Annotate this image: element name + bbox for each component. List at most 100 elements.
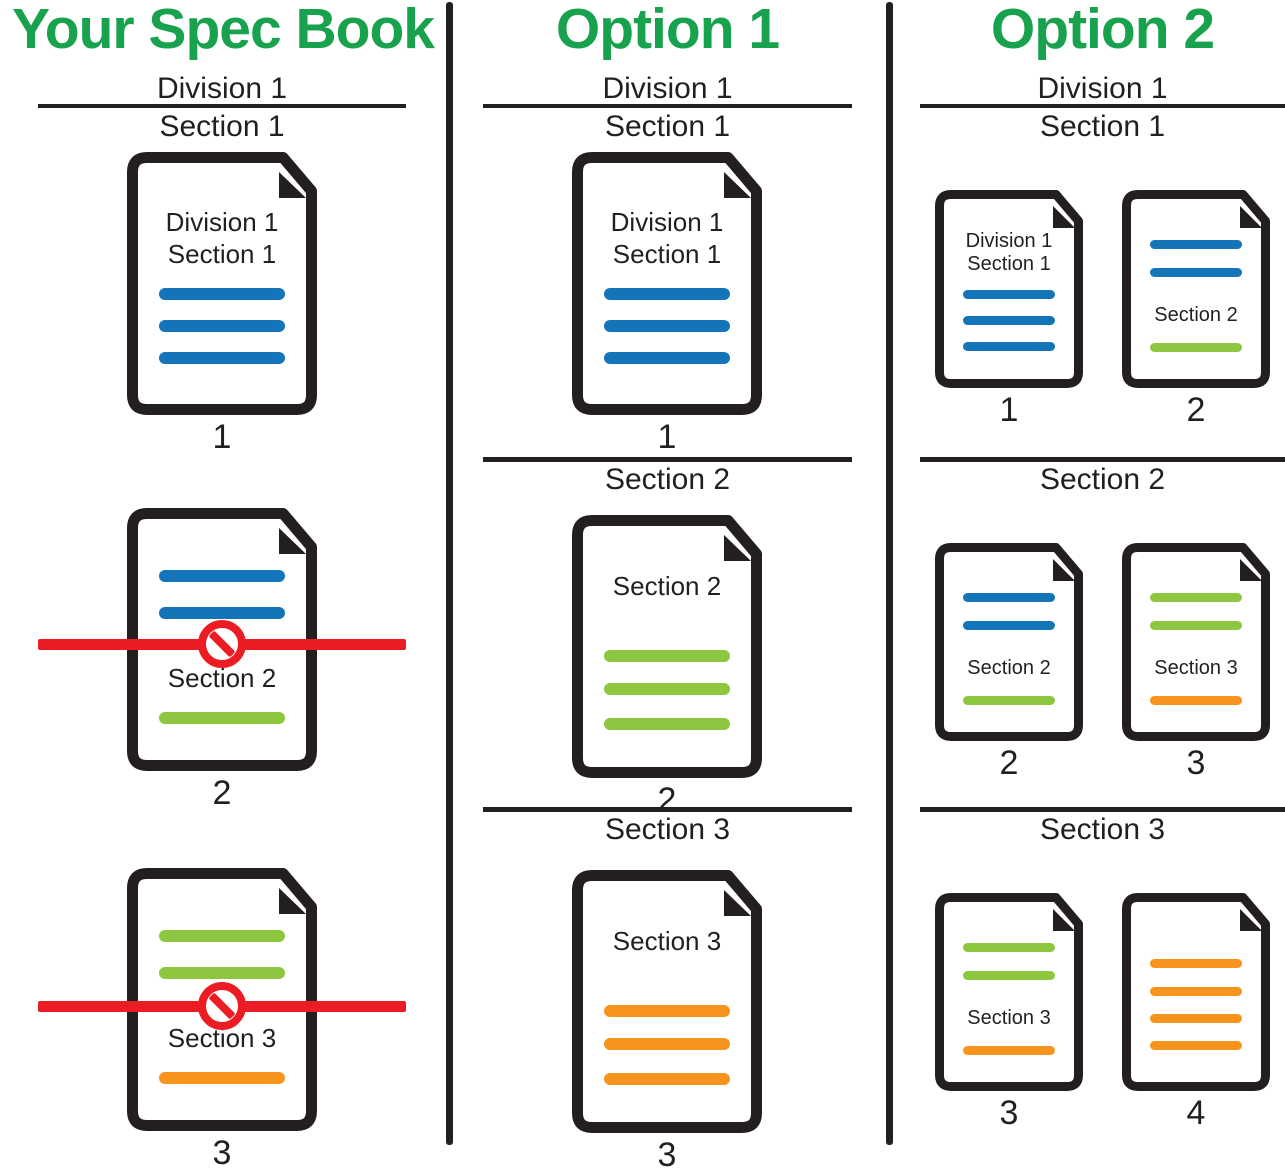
- folded-corner-icon: [1053, 206, 1075, 228]
- doc-caption: 2: [657, 781, 677, 819]
- section-3-heading: Section 3: [604, 813, 731, 846]
- folded-corner-icon: [1053, 909, 1075, 931]
- document-icon: Section 3: [935, 893, 1083, 1091]
- folded-corner-icon: [279, 888, 306, 914]
- column-divider: [446, 2, 453, 1145]
- green-content-line: [963, 696, 1055, 705]
- page-outline: [127, 508, 317, 771]
- page-outline: [572, 870, 762, 1133]
- orange-content-line: [1150, 987, 1242, 996]
- doc-label: Division 1: [610, 207, 724, 237]
- green-content-line: [604, 683, 730, 695]
- division-heading: Division 1: [1037, 72, 1168, 105]
- doc-caption: 2: [1186, 391, 1206, 429]
- title-option-2: Option 2: [990, 0, 1215, 61]
- division-underline: [38, 104, 406, 108]
- blue-content-line: [604, 320, 730, 332]
- green-content-line: [159, 967, 285, 979]
- doc-caption: 1: [999, 391, 1019, 429]
- orange-content-line: [1150, 696, 1242, 705]
- page-outline: [935, 893, 1083, 1091]
- green-content-line: [159, 712, 285, 724]
- document-icon: Section 3: [572, 870, 762, 1133]
- orange-content-line: [159, 1072, 285, 1084]
- blue-content-line: [159, 288, 285, 300]
- doc-label: Section 3: [612, 926, 722, 956]
- page-outline: [935, 543, 1083, 741]
- division-heading: Division 1: [602, 72, 733, 105]
- blue-content-line: [963, 621, 1055, 630]
- page-outline: [1122, 190, 1270, 388]
- page-outline: [127, 868, 317, 1131]
- green-content-line: [1150, 621, 1242, 630]
- orange-content-line: [604, 1005, 730, 1017]
- folded-corner-icon: [1240, 559, 1262, 581]
- page-outline: [572, 515, 762, 778]
- section-separator: [920, 807, 1285, 812]
- orange-content-line: [1150, 1014, 1242, 1023]
- title-option-1: Option 1: [555, 0, 780, 61]
- document-icon: Section 3: [1122, 543, 1270, 741]
- orange-content-line: [1150, 1041, 1242, 1050]
- division-underline: [483, 104, 852, 108]
- orange-content-line: [604, 1073, 730, 1085]
- section-2-heading: Section 2: [1039, 463, 1166, 496]
- blue-content-line: [963, 316, 1055, 325]
- division-heading: Division 1: [156, 72, 288, 105]
- blue-content-line: [1150, 240, 1242, 249]
- doc-label: Section 3: [167, 1023, 277, 1053]
- folded-corner-icon: [1053, 559, 1075, 581]
- green-content-line: [604, 650, 730, 662]
- section-heading: Section 1: [159, 110, 285, 143]
- page-outline: [1122, 543, 1270, 741]
- doc-caption: 4: [1186, 1094, 1206, 1132]
- blue-content-line: [963, 342, 1055, 351]
- document-icon: Section 2: [935, 543, 1083, 741]
- folded-corner-icon: [279, 172, 306, 198]
- folded-corner-icon: [724, 535, 751, 561]
- folded-corner-icon: [1240, 206, 1262, 228]
- orange-content-line: [1150, 959, 1242, 968]
- doc-label: Section 2: [167, 663, 277, 693]
- green-content-line: [1150, 593, 1242, 602]
- section-3-heading: Section 3: [1039, 813, 1166, 846]
- page-outline: [572, 152, 762, 415]
- green-content-line: [159, 930, 285, 942]
- orange-content-line: [963, 1046, 1055, 1055]
- document-icon: Section 2: [127, 508, 317, 771]
- orange-content-line: [604, 1038, 730, 1050]
- doc-label: Section 1: [967, 253, 1051, 275]
- blue-content-line: [159, 607, 285, 619]
- green-content-line: [1150, 343, 1242, 352]
- document-icon: Section 2: [572, 515, 762, 778]
- blue-content-line: [159, 352, 285, 364]
- doc-label: Section 3: [1154, 657, 1238, 679]
- page-outline: [127, 152, 317, 415]
- doc-caption: 2: [999, 744, 1019, 782]
- doc-caption: 3: [657, 1136, 677, 1171]
- green-content-line: [963, 943, 1055, 952]
- doc-label: Division 1: [165, 207, 279, 237]
- doc-label: Section 1: [612, 239, 722, 269]
- folded-corner-icon: [724, 890, 751, 916]
- green-content-line: [963, 971, 1055, 980]
- doc-label: Section 3: [967, 1007, 1051, 1029]
- doc-caption: 3: [999, 1094, 1019, 1132]
- doc-label: Section 2: [967, 657, 1051, 679]
- folded-corner-icon: [1240, 909, 1262, 931]
- section-separator: [920, 457, 1285, 462]
- doc-label: Section 2: [612, 571, 722, 601]
- doc-label: Division 1: [965, 230, 1053, 252]
- doc-caption: 2: [212, 774, 232, 812]
- doc-label: Section 2: [1154, 304, 1238, 326]
- document-icon: Section 2: [1122, 190, 1270, 388]
- folded-corner-icon: [279, 528, 306, 554]
- doc-caption: 1: [657, 418, 677, 456]
- section-2-heading: Section 2: [604, 463, 731, 496]
- blue-content-line: [963, 593, 1055, 602]
- green-content-line: [604, 718, 730, 730]
